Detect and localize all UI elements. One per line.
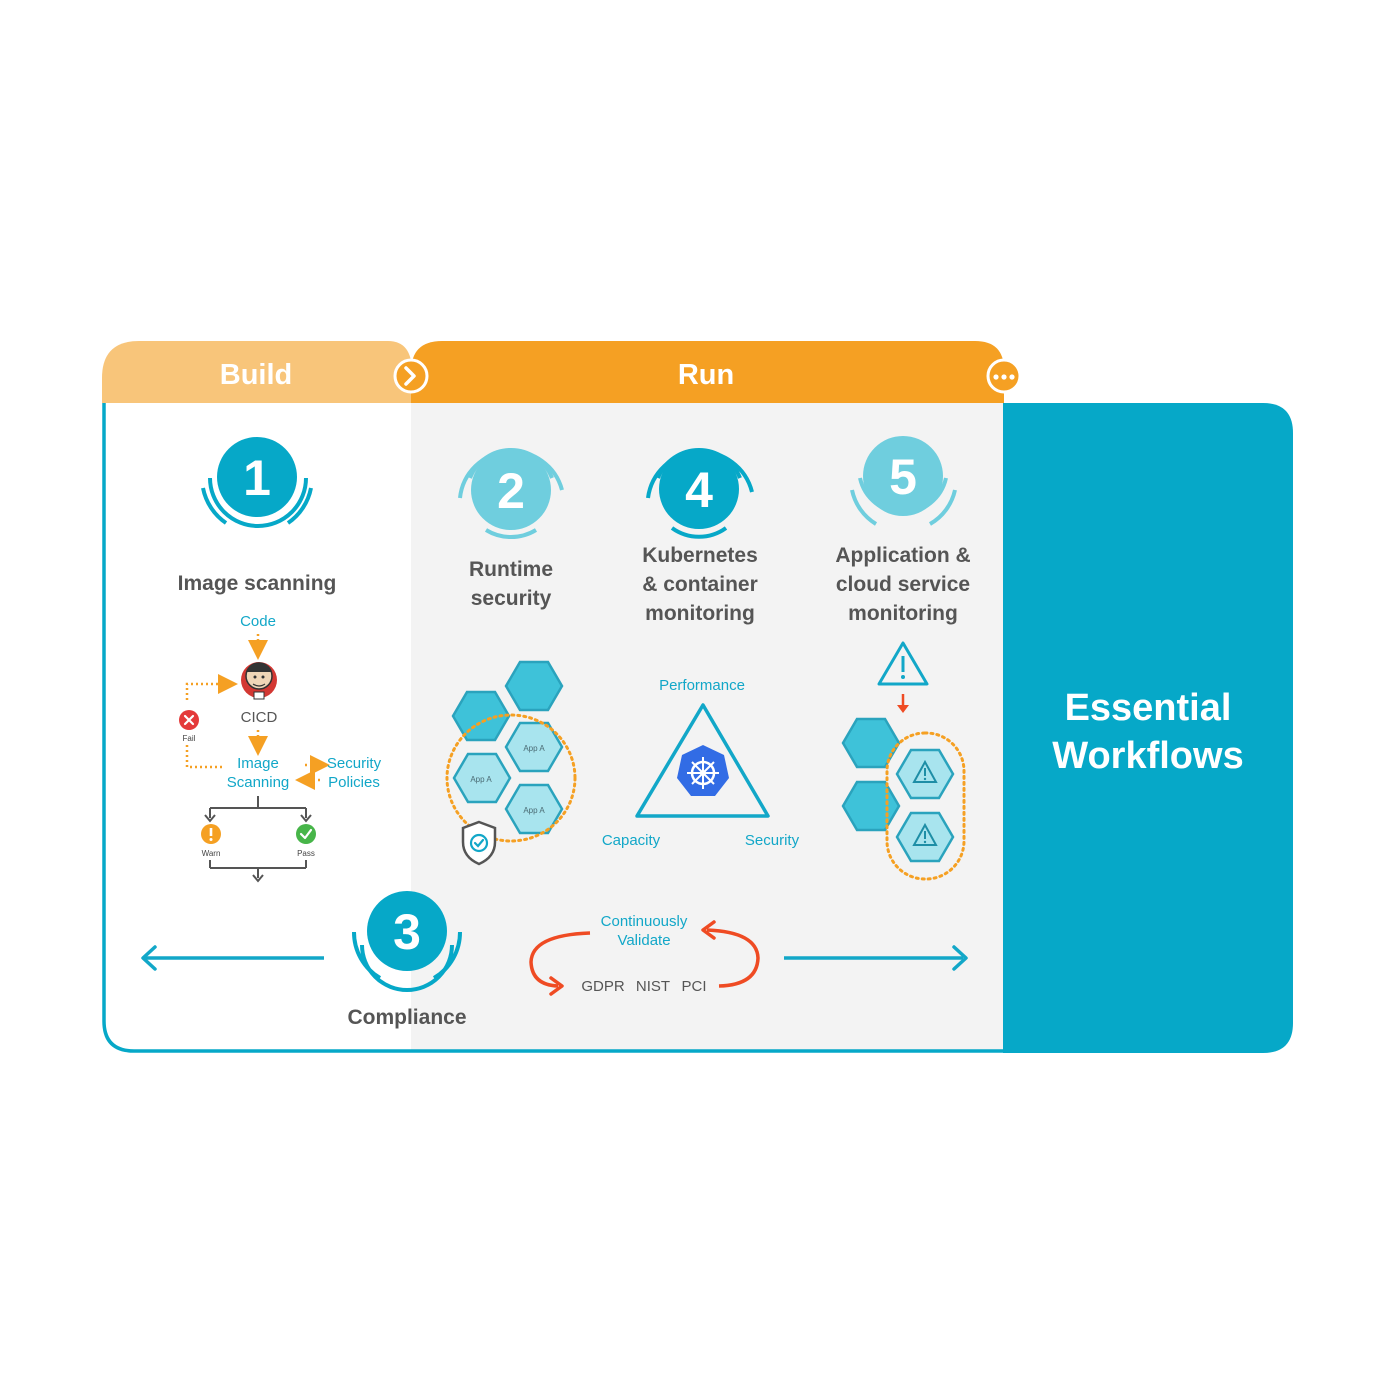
essential-workflows-panel <box>1003 403 1293 1053</box>
image-scanning-label-2: Scanning <box>227 774 290 791</box>
cicd-label: CICD <box>241 709 278 726</box>
warn-label: Warn <box>202 849 221 858</box>
step-5-badge: 5 <box>850 436 957 526</box>
step-4-badge: 4 <box>646 447 754 539</box>
performance-label: Performance <box>659 677 745 694</box>
fail-icon <box>179 710 199 730</box>
build-label: Build <box>220 359 293 391</box>
hex-label-1: App A <box>523 744 545 753</box>
step-3-title: Compliance <box>347 1006 466 1029</box>
build-tab: Build <box>102 341 412 403</box>
step-5-number: 5 <box>889 449 917 505</box>
code-label: Code <box>240 613 276 630</box>
shield-check-icon <box>461 820 497 866</box>
run-label: Run <box>678 359 734 391</box>
warning-icon <box>912 759 938 783</box>
hex-label-2: App A <box>470 775 492 784</box>
security-label: Security <box>745 832 800 849</box>
capacity-label: Capacity <box>602 832 661 849</box>
step-3-badge: 3 <box>351 891 463 992</box>
cicd-pipeline: Code CICD Fail Image Scanning Security P… <box>179 613 382 883</box>
step-2-badge: 2 <box>458 447 564 540</box>
warning-icon <box>877 641 929 686</box>
arrow-right-icon <box>784 945 968 971</box>
pci-label: PCI <box>681 978 706 995</box>
compliance-loop: Continuously Validate GDPR NIST PCI <box>529 913 760 996</box>
continuously-label: Continuously <box>601 913 688 930</box>
validate-label: Validate <box>617 932 670 949</box>
pass-icon <box>296 824 316 844</box>
security-policies-label-2: Policies <box>328 774 380 791</box>
run-tab: Run <box>411 341 1004 403</box>
pass-label: Pass <box>297 849 315 858</box>
step-4-number: 4 <box>685 462 713 518</box>
runtime-hexagons: App A App A App A <box>445 660 577 866</box>
nist-label: NIST <box>636 978 670 995</box>
kubernetes-triangle: Performance Capacity Security <box>602 677 800 849</box>
step-2-title-2: security <box>471 587 552 610</box>
warn-icon <box>201 824 221 844</box>
step-5-title-3: monitoring <box>848 602 958 625</box>
step-2-number: 2 <box>497 463 525 519</box>
step-2-title-1: Runtime <box>469 558 553 581</box>
hex-label-3: App A <box>523 806 545 815</box>
step-4-title-3: monitoring <box>645 602 755 625</box>
image-scanning-label-1: Image <box>237 755 279 772</box>
step-1-number: 1 <box>243 450 271 506</box>
cycle-arrows-icon <box>529 920 760 996</box>
step-3-number: 3 <box>393 904 421 960</box>
fail-label: Fail <box>183 734 196 743</box>
more-dots-icon <box>986 358 1022 394</box>
kubernetes-icon <box>677 745 729 796</box>
step-4-title-2: & container <box>642 573 758 596</box>
step-5-title-1: Application & <box>835 544 970 567</box>
arrow-left-icon <box>141 945 324 971</box>
security-policies-label-1: Security <box>327 755 382 772</box>
step-4-title-1: Kubernetes <box>642 544 758 567</box>
gdpr-label: GDPR <box>581 978 625 995</box>
warning-icon <box>912 822 938 846</box>
app-monitoring-hexagons <box>841 641 966 881</box>
panel-title-line1: Essential <box>1065 687 1232 729</box>
step-1-title: Image scanning <box>178 572 337 595</box>
panel-title-line2: Workflows <box>1052 735 1243 777</box>
step-1-badge: 1 <box>201 437 313 528</box>
chevron-right-icon <box>393 358 429 394</box>
jenkins-icon <box>241 662 277 700</box>
step-5-title-2: cloud service <box>836 573 970 596</box>
